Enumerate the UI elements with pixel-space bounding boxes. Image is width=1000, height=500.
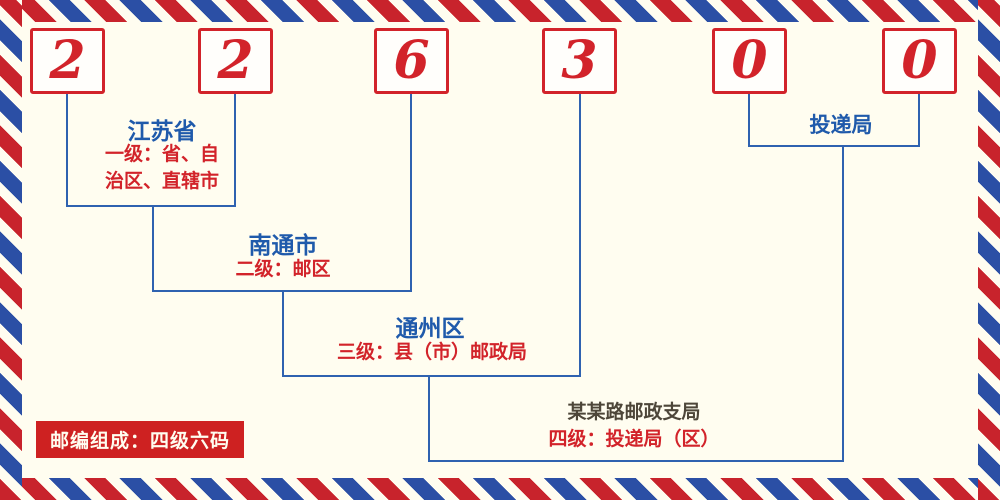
connector-line: [282, 292, 284, 377]
airmail-border-top: [0, 0, 1000, 22]
digit-5: 0: [731, 30, 768, 91]
level1-desc-line2: 治区、直辖市: [104, 170, 220, 192]
airmail-border-left: [0, 0, 22, 500]
postal-composition-badge: 邮编组成：四级六码: [36, 421, 245, 458]
connector-line: [66, 93, 68, 207]
level1-desc-line1: 一级：省、自: [104, 144, 220, 165]
connector-line: [842, 147, 844, 462]
connector-line: [748, 145, 920, 147]
connector-line: [234, 93, 236, 207]
digit-box-2: 2: [198, 28, 273, 94]
level1-desc: 一级：省、自 治区、直辖市: [105, 142, 219, 195]
digit-4: 3: [561, 30, 598, 91]
level2-name: 南通市: [248, 232, 318, 258]
digit-3: 6: [393, 30, 430, 91]
digit-1: 2: [49, 30, 86, 91]
digit-box-3: 6: [374, 28, 449, 94]
digit-box-6: 0: [882, 28, 957, 94]
delivery-office-label: 投递局: [809, 114, 873, 137]
digit-box-1: 2: [30, 28, 105, 94]
connector-line: [152, 207, 154, 292]
connector-line: [66, 205, 236, 207]
connector-line: [282, 375, 581, 377]
connector-line: [428, 460, 844, 462]
level4-desc: 四级：投递局（区）: [548, 429, 720, 450]
connector-line: [918, 93, 920, 145]
digit-2: 2: [217, 30, 254, 91]
connector-line: [579, 93, 581, 377]
level3-name: 通州区: [395, 315, 465, 341]
airmail-border-bottom: [0, 478, 1000, 500]
level1-name: 江苏省: [127, 118, 197, 144]
level3-desc: 三级：县（市）邮政局: [336, 342, 528, 363]
connector-line: [410, 93, 412, 292]
level2-desc: 二级：邮区: [235, 259, 331, 280]
connector-line: [152, 290, 412, 292]
digit-box-5: 0: [712, 28, 787, 94]
digit-6: 0: [901, 30, 938, 91]
connector-line: [428, 377, 430, 462]
airmail-border-right: [978, 0, 1000, 500]
connector-line: [748, 93, 750, 145]
digit-box-4: 3: [542, 28, 617, 94]
level4-name: 某某路邮政支局: [567, 402, 701, 423]
